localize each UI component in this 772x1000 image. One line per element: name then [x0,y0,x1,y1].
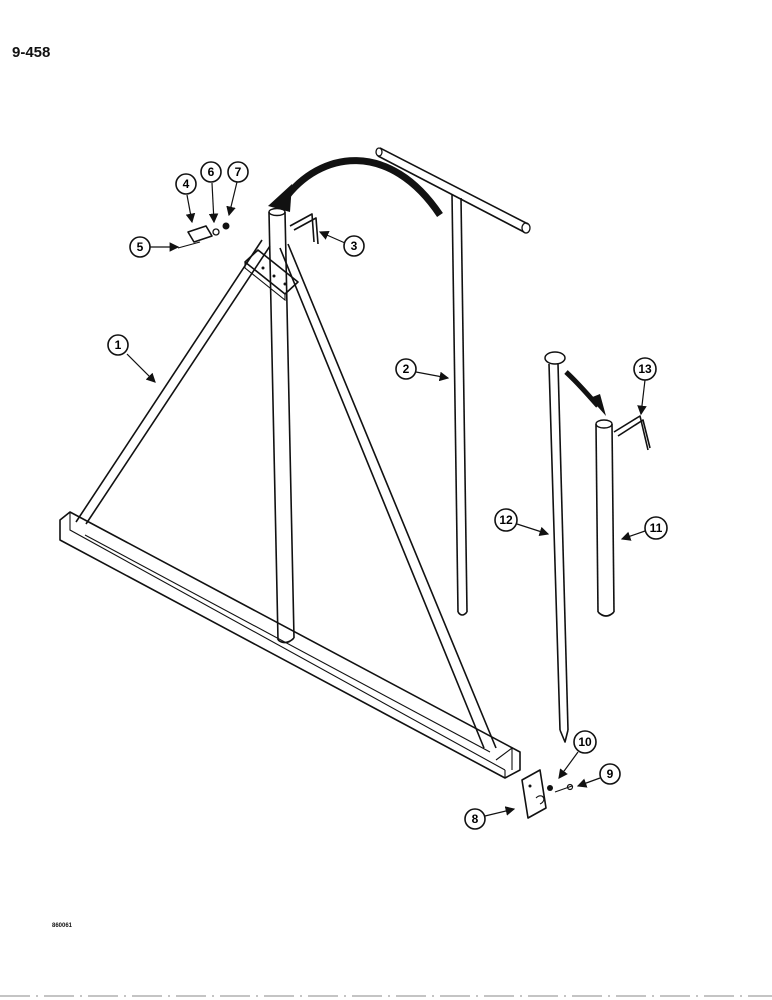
callout-10: 10 [558,730,597,779]
svg-text:1: 1 [115,338,122,352]
svg-text:10: 10 [578,735,592,749]
svg-text:6: 6 [208,165,215,179]
spike-pin [544,351,569,743]
svg-text:13: 13 [638,362,652,376]
callout-1: 1 [107,334,156,383]
svg-text:2: 2 [403,362,410,376]
callout-7: 7 [226,161,249,217]
a-frame-stand [59,207,521,779]
end-plate [521,769,547,819]
l-pin-small [613,415,651,451]
callout-4: 4 [175,173,197,224]
bracket-hardware [177,222,230,249]
svg-text:12: 12 [499,513,513,527]
svg-text:9: 9 [607,767,614,781]
callout-13: 13 [633,357,657,416]
callout-9: 9 [576,763,621,788]
svg-text:5: 5 [137,240,144,254]
callout-5: 5 [129,236,180,258]
callout-8: 8 [464,806,516,830]
callout-6: 6 [200,161,222,224]
page-number: 9-458 [12,44,51,61]
washer-bolt [547,783,574,793]
callout-11: 11 [620,516,668,541]
callout-3: 3 [318,230,365,257]
callout-2: 2 [395,358,450,382]
curved-arrow-head [268,184,292,212]
curved-arrow-t-handle [281,157,443,217]
arrow-pin-head [590,394,606,416]
svg-text:3: 3 [351,239,358,253]
svg-text:4: 4 [183,177,190,191]
sleeve-tube [595,419,615,617]
l-pin-top [289,213,319,245]
svg-text:11: 11 [650,521,663,535]
figure-code: 860061 [52,923,73,929]
svg-text:8: 8 [472,812,479,826]
svg-text:7: 7 [235,165,242,179]
t-handle-bar [375,147,531,616]
callout-12: 12 [494,508,550,536]
